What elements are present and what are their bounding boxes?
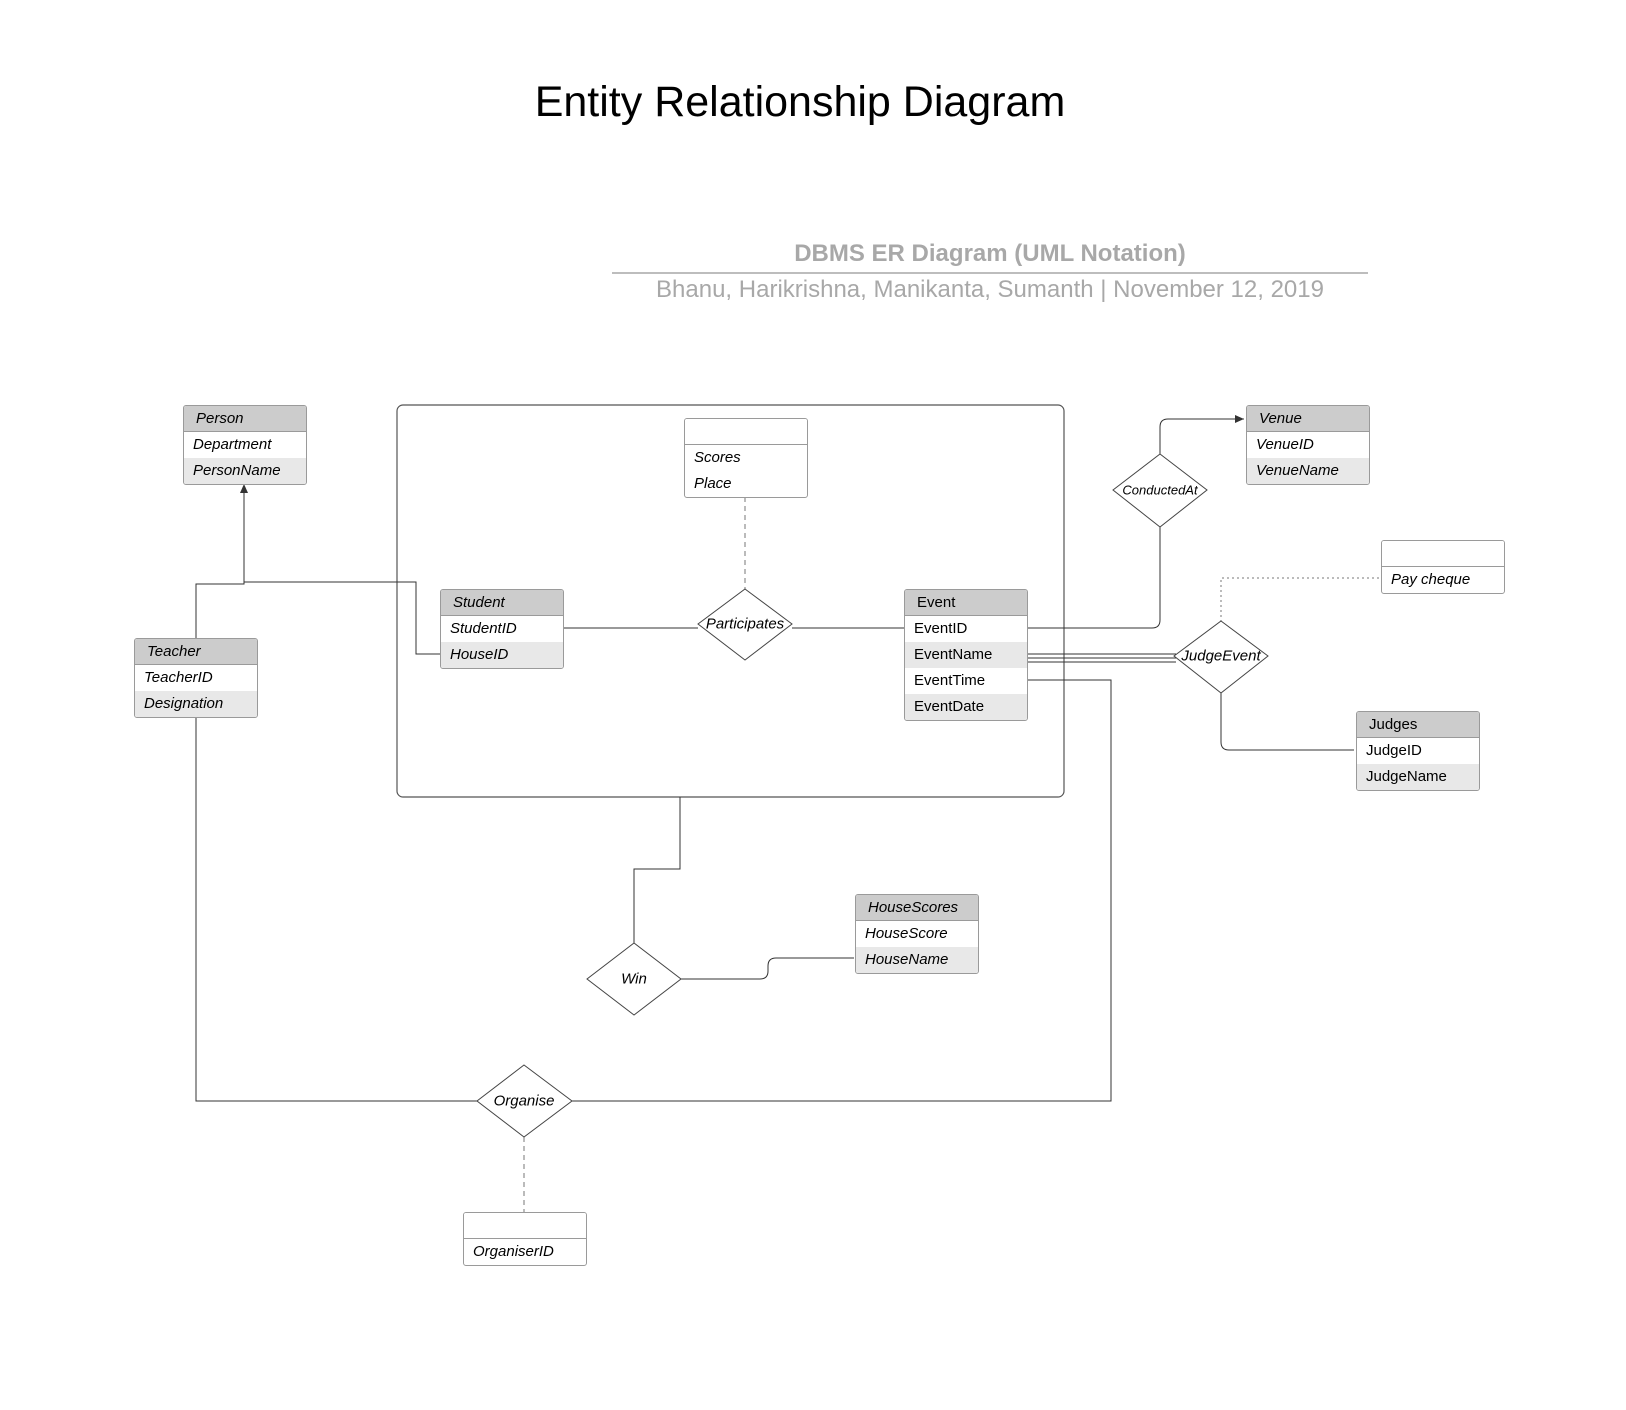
event-attr-eventtime: EventTime <box>914 672 986 689</box>
venue-entity-header: Venue <box>1247 406 1369 432</box>
win-diamond <box>586 942 682 1016</box>
connector-paycheque-judgeevent <box>1220 577 1379 621</box>
judges-attr-judgename: JudgeName <box>1357 764 1479 790</box>
venue-attr-venueid: VenueID <box>1256 436 1314 453</box>
connector-judgeevent-judges <box>1220 693 1354 751</box>
housescores-attr-housescore: HouseScore <box>865 925 948 942</box>
judges-entity[interactable]: Judges JudgeID JudgeName <box>1356 711 1480 791</box>
paycheque-class-header <box>1382 541 1504 567</box>
teacher-entity-header: Teacher <box>135 639 257 665</box>
connector-teacher-person <box>195 484 248 638</box>
person-attr-personname: PersonName <box>184 458 306 484</box>
connector-conductedat-venue <box>1159 415 1244 454</box>
organise-diamond <box>476 1064 573 1138</box>
event-entity[interactable]: Event EventID EventName EventTime EventD… <box>904 589 1028 721</box>
diagram-subtitle: DBMS ER Diagram (UML Notation) <box>794 240 1186 267</box>
judges-entity-header: Judges <box>1357 712 1479 738</box>
teacher-entity[interactable]: Teacher TeacherID Designation <box>134 638 258 718</box>
connector-aggregation-win <box>633 797 681 943</box>
win-label: Win <box>621 970 647 988</box>
diagram-byline: Bhanu, Harikrishna, Manikanta, Sumanth |… <box>656 276 1324 303</box>
event-entity-header: Event <box>905 590 1027 616</box>
connector-organise-event <box>572 679 1112 1102</box>
event-attr-eventid: EventID <box>914 620 968 637</box>
conductedat-diamond <box>1112 453 1208 528</box>
participates-diamond <box>697 588 793 661</box>
student-entity[interactable]: Student StudentID HouseID <box>440 589 564 669</box>
connector-event-conductedat <box>1026 527 1161 629</box>
scores-class-header <box>685 419 807 445</box>
teacher-attr-designation: Designation <box>135 691 257 717</box>
paycheque-attr-paycheque: Pay cheque <box>1391 571 1471 588</box>
connector-student-person <box>244 581 440 655</box>
venue-entity[interactable]: Venue VenueID VenueName <box>1246 405 1370 485</box>
scores-association-class[interactable]: Scores Place <box>684 418 808 498</box>
student-entity-header: Student <box>441 590 563 616</box>
scores-attr-scores: Scores <box>694 449 741 466</box>
judges-attr-judgeid: JudgeID <box>1366 742 1422 759</box>
venue-attr-venuename: VenueName <box>1247 458 1369 484</box>
conductedat-label: ConductedAt <box>1122 482 1198 498</box>
event-attr-eventname: EventName <box>905 642 1027 668</box>
housescores-entity-header: HouseScores <box>856 895 978 921</box>
housescores-attr-housename: HouseName <box>856 947 978 973</box>
scores-attr-place: Place <box>694 475 732 492</box>
teacher-attr-teacherid: TeacherID <box>144 669 213 686</box>
organiser-association-class[interactable]: OrganiserID <box>463 1212 587 1266</box>
person-entity[interactable]: Person Department PersonName <box>183 405 307 485</box>
person-entity-header: Person <box>184 406 306 432</box>
organiser-attr-organiserid: OrganiserID <box>473 1243 554 1260</box>
person-attr-department: Department <box>193 436 272 453</box>
organise-label: Organise <box>493 1092 555 1110</box>
subtitle-divider <box>612 272 1368 274</box>
judgeevent-diamond <box>1173 620 1269 694</box>
event-attr-eventdate: EventDate <box>905 694 1027 720</box>
connector-teacher-organise <box>195 714 477 1102</box>
student-attr-studentid: StudentID <box>450 620 517 637</box>
housescores-entity[interactable]: HouseScores HouseScore HouseName <box>855 894 979 974</box>
connector-win-housescores <box>681 957 854 980</box>
paycheque-association-class[interactable]: Pay cheque <box>1381 540 1505 594</box>
participates-label: Participates <box>705 615 785 633</box>
aggregation-frame <box>396 404 1065 798</box>
judgeevent-label: JudgeEvent <box>1181 647 1261 665</box>
organiser-class-header <box>464 1213 586 1239</box>
page-title: Entity Relationship Diagram <box>534 78 1066 126</box>
student-attr-houseid: HouseID <box>441 642 563 668</box>
